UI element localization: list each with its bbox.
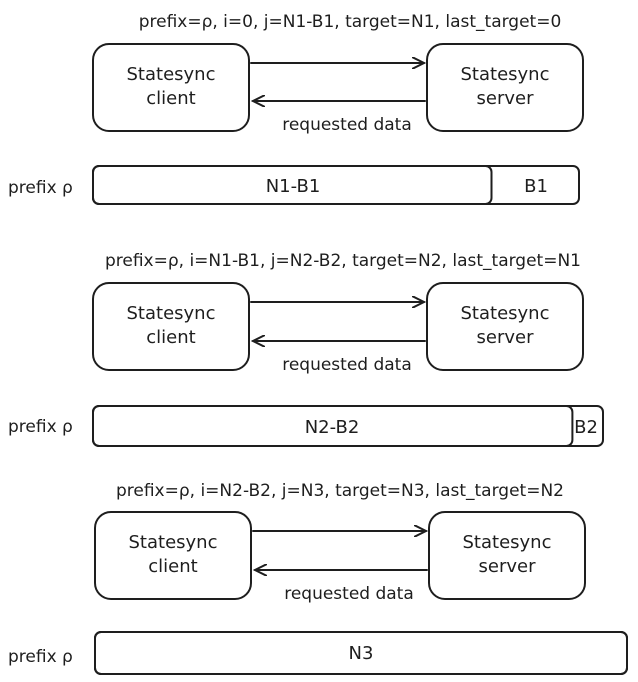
section-3: prefix=ρ, i=N2-B2, j=N3, target=N3, last… — [8, 481, 628, 675]
section-3-client-label-line1: Statesync — [129, 532, 218, 553]
section-1-client-label-line1: Statesync — [127, 64, 216, 85]
section-2-bar-remainder-label: B2 — [574, 417, 598, 438]
section-3-client-label-line2: client — [148, 556, 197, 577]
section-1-bar-outline — [92, 165, 580, 205]
section-1-params: prefix=ρ, i=0, j=N1-B1, target=N1, last_… — [139, 12, 562, 32]
section-3-params: prefix=ρ, i=N2-B2, j=N3, target=N3, last… — [116, 481, 564, 501]
section-1-client-box: Statesync client — [92, 43, 250, 132]
section-2-prefix-bar: N2-B2 B2 — [92, 405, 604, 447]
section-3-server-label-line1: Statesync — [463, 532, 552, 553]
section-3-client-box: Statesync client — [94, 511, 252, 600]
section-1-bar-remainder-label: B1 — [524, 176, 548, 197]
section-1-prefix-label: prefix ρ — [8, 178, 73, 198]
section-3-server-label-line2: server — [479, 556, 537, 577]
section-1-server-label-line1: Statesync — [461, 64, 550, 85]
section-1: prefix=ρ, i=0, j=N1-B1, target=N1, last_… — [8, 12, 584, 205]
section-1-server-box: Statesync server — [426, 43, 584, 132]
section-3-prefix-bar: N3 — [94, 631, 628, 675]
section-2-prefix-label: prefix ρ — [8, 417, 73, 437]
section-1-client-label-line2: client — [146, 88, 195, 109]
section-2-server-box: Statesync server — [426, 282, 584, 371]
section-3-bar-filled-label: N3 — [349, 643, 374, 664]
section-1-bar-filled — [92, 165, 493, 205]
section-2-bar-filled — [92, 405, 574, 447]
section-2-params: prefix=ρ, i=N1-B1, j=N2-B2, target=N2, l… — [105, 251, 581, 271]
section-1-server-label-line2: server — [477, 88, 535, 109]
section-3-prefix-label: prefix ρ — [8, 647, 73, 667]
section-3-bar-filled — [94, 631, 628, 675]
section-2: prefix=ρ, i=N1-B1, j=N2-B2, target=N2, l… — [8, 251, 604, 447]
section-3-return-label: requested data — [284, 584, 414, 604]
section-2-client-label-line2: client — [146, 327, 195, 348]
section-1-prefix-bar: N1-B1 B1 — [92, 165, 580, 205]
section-2-server-label-line1: Statesync — [461, 303, 550, 324]
section-2-client-label-line1: Statesync — [127, 303, 216, 324]
section-1-bar-filled-label: N1-B1 — [266, 176, 321, 197]
section-3-server-box: Statesync server — [428, 511, 586, 600]
section-2-return-label: requested data — [282, 355, 412, 375]
section-1-return-label: requested data — [282, 115, 412, 135]
section-2-client-box: Statesync client — [92, 282, 250, 371]
section-2-server-label-line2: server — [477, 327, 535, 348]
section-2-bar-filled-label: N2-B2 — [305, 417, 360, 438]
